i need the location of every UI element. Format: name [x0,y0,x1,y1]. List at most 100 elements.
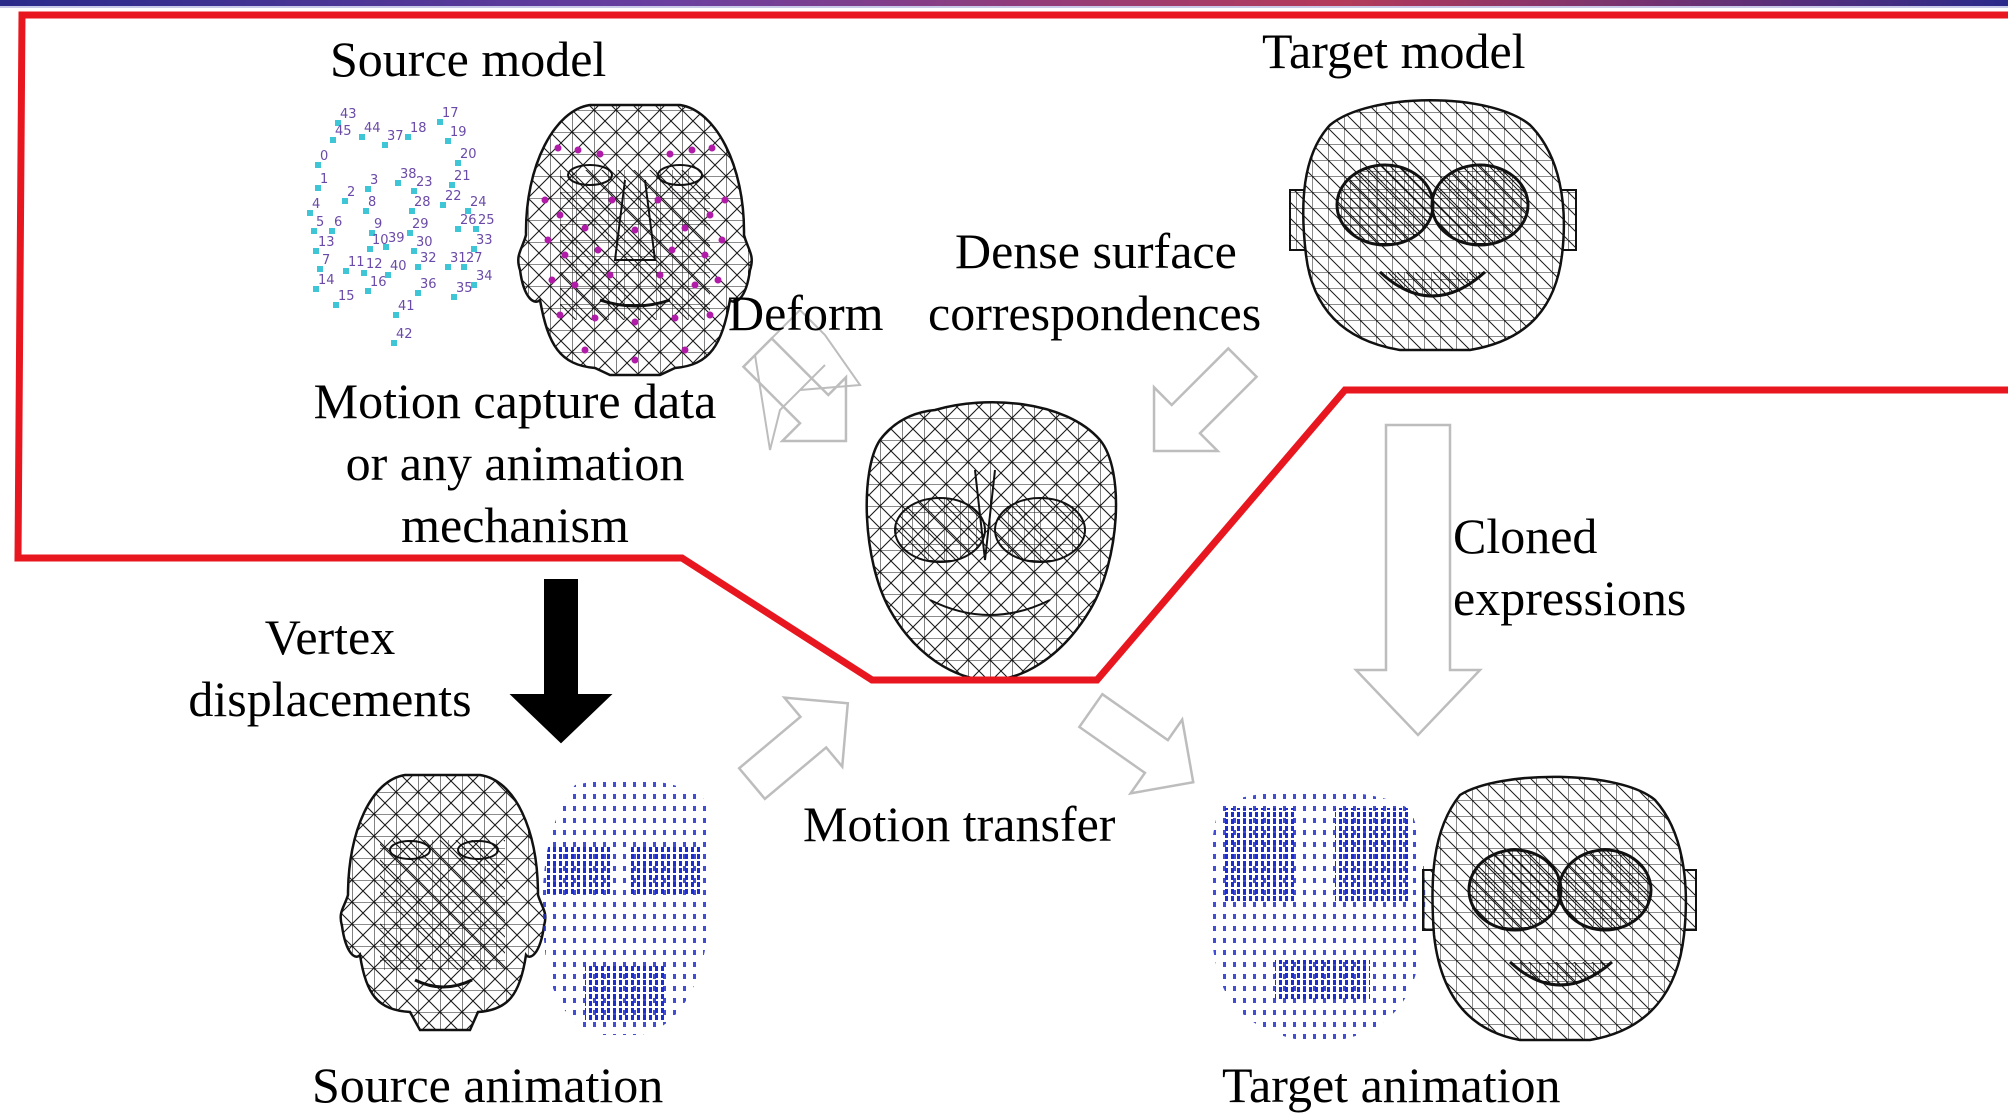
marker-number: 23 [416,175,433,190]
marker-dot [451,294,457,300]
marker-number: 45 [335,124,352,139]
source-face-mesh-icon [517,103,753,377]
marker-dot [365,186,371,192]
marker-number: 40 [390,259,407,274]
marker-number: 29 [412,217,429,232]
marker-number: 34 [476,269,493,284]
marker-number: 17 [442,106,459,121]
marker-number: 6 [334,215,342,230]
source-animation-mesh-icon [339,773,547,1032]
marker-number: 18 [410,121,427,136]
marker-number: 28 [414,195,431,210]
mesh-marker-dot [714,276,722,284]
marker-number: 36 [420,277,437,292]
transfer-to-target-arrow-icon [1077,692,1195,796]
marker-number: 4 [312,197,320,212]
mesh-marker-dot [606,271,614,279]
marker-dot [465,208,471,214]
mesh-marker-dot [631,318,639,326]
marker-dot [335,120,341,126]
motion-capture-label-line1: Motion capture data [313,373,717,429]
marker-dot [361,270,367,276]
marker-number: 32 [420,251,437,266]
correspondence-arrow-icon [1152,346,1259,453]
marker-dot [415,290,421,296]
marker-number: 27 [466,251,483,266]
marker-number: 8 [368,195,376,210]
mesh-marker-dot [654,196,662,204]
marker-number: 20 [460,147,477,162]
marker-number: 0 [320,149,328,164]
marker-number: 11 [348,255,365,270]
marker-dot [317,266,323,272]
marker-dot [445,138,451,144]
motion-capture-label-line3: mechanism [401,497,629,553]
marker-dot [393,312,399,318]
marker-number: 16 [370,275,387,290]
marker-dot [395,180,401,186]
marker-dot [440,202,446,208]
marker-dot [461,264,467,270]
mesh-marker-dot [681,346,689,354]
deform-arrow-icon [753,308,862,451]
mesh-marker-dot [671,314,679,322]
mesh-marker-dot [544,236,552,244]
marker-number: 19 [450,125,467,140]
marker-dot [343,268,349,274]
marker-dot [471,246,477,252]
marker-dot [333,302,339,308]
marker-dot [471,282,477,288]
marker-dot [405,134,411,140]
marker-dot [313,286,319,292]
cloned-label-line2: expressions [1453,570,1687,626]
motion-capture-label-line2: or any animation [345,435,685,491]
mesh-marker-dot [596,150,604,158]
marker-dot [437,119,443,125]
cloned-expressions-arrow-icon [1353,423,1483,737]
marker-number: 21 [454,169,471,184]
marker-dot [415,264,421,270]
marker-number: 5 [316,215,324,230]
vertex-label-line1: Vertex [264,609,396,665]
marker-number: 38 [400,167,417,182]
slide-top-bar-shadow [0,6,2008,8]
source-displacement-field-icon [542,779,713,1035]
marker-number: 24 [470,195,487,210]
mesh-marker-dot [706,311,714,319]
marker-dot [385,272,391,278]
deformed-face-mesh-icon [865,401,1118,682]
slide-top-bar [0,0,2008,6]
marker-dot [342,198,348,204]
marker-dot [329,228,335,234]
marker-number: 13 [318,235,335,250]
target-face-mesh-icon [1289,99,1577,352]
marker-dot [313,248,319,254]
marker-number: 12 [366,257,383,272]
mesh-marker-dot [554,144,562,152]
source-model-label: Source model [330,31,607,87]
dense-surface-label-line2: correspondences [928,285,1262,341]
cloned-label-line1: Cloned [1453,508,1598,564]
marker-number: 42 [396,327,413,342]
mesh-marker-dot [631,356,639,364]
marker-number: 41 [398,299,415,314]
marker-dot [369,230,375,236]
mesh-marker-dot [706,211,714,219]
marker-number: 25 [478,213,495,228]
marker-dot [382,142,388,148]
marker-dot [363,208,369,214]
dense-surface-label-line1: Dense surface [955,223,1237,279]
marker-number: 22 [445,189,462,204]
mesh-marker-dot [718,236,726,244]
mesh-marker-dot [591,314,599,322]
marker-dot [455,160,461,166]
marker-dot [411,188,417,194]
marker-dot [383,244,389,250]
mesh-marker-dot [691,281,699,289]
marker-number: 30 [416,235,433,250]
marker-dot [391,340,397,346]
vertex-label-line2: displacements [188,671,472,727]
mesh-marker-dot [574,146,582,154]
